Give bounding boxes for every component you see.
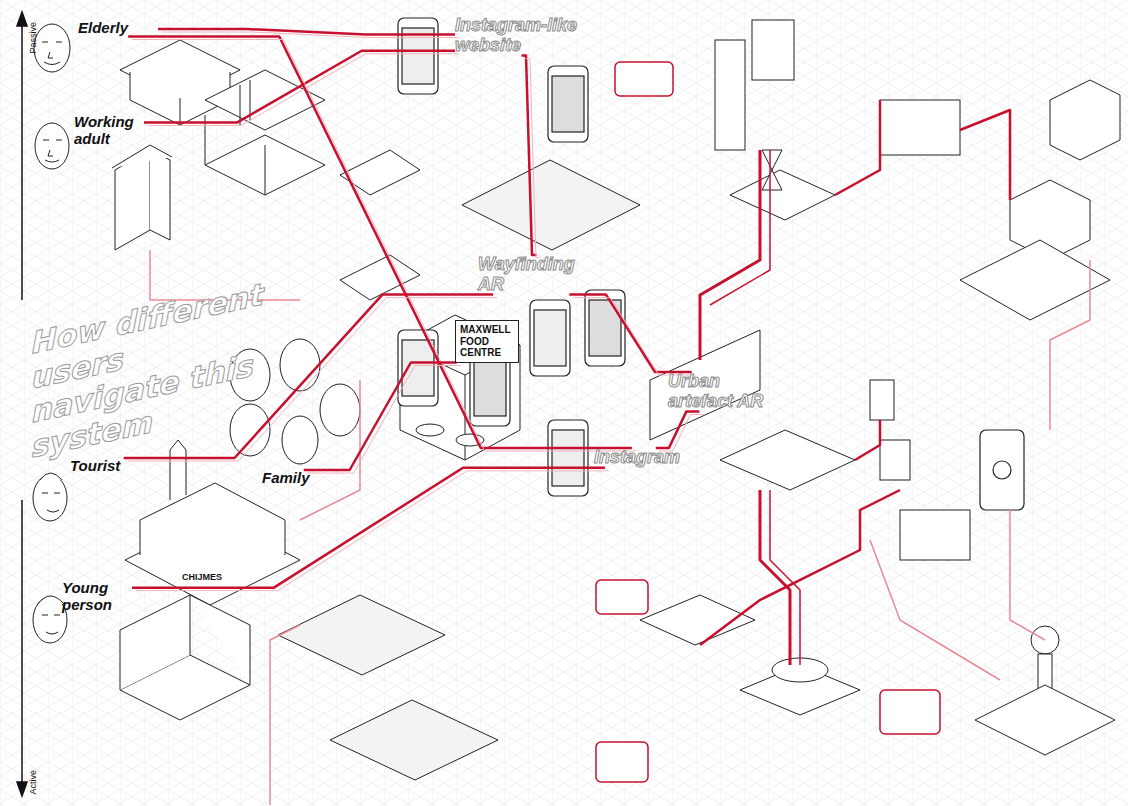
axis-label: Active [28, 770, 38, 795]
user-route [158, 29, 459, 38]
user-route [304, 363, 461, 474]
user-persona: Elderly [78, 20, 158, 37]
user-persona: Working adult [74, 114, 144, 147]
node-text: Instagram [594, 448, 694, 468]
node-text: MAXWELL FOOD CENTRE [460, 324, 514, 359]
system-title: Instagram [594, 448, 694, 468]
venue-sign: MAXWELL FOOD CENTRE [455, 320, 519, 363]
system-title: Wayfinding AR [478, 255, 598, 295]
user-persona: Tourist [70, 458, 140, 475]
user-route [569, 295, 695, 375]
node-text: Elderly [78, 20, 158, 37]
node-text: Instagram-like website [455, 16, 585, 56]
node-text: Tourist [70, 458, 140, 475]
map-platform [278, 150, 640, 780]
node-text: Working adult [74, 114, 144, 147]
axis-label: Passive [28, 22, 38, 54]
user-route [656, 412, 704, 451]
callout-box [596, 62, 940, 782]
face-sketch [33, 24, 360, 643]
route-line [150, 100, 1090, 805]
user-persona: Young person [62, 580, 132, 613]
node-text: Urban artefact AR [668, 372, 778, 412]
building-sign: CHIJMES [182, 572, 222, 582]
system-title: Urban artefact AR [668, 372, 778, 412]
user-persona: Family [262, 470, 322, 487]
node-text: Family [262, 470, 322, 487]
node-text: Young person [62, 580, 132, 613]
user-route [144, 51, 459, 126]
axis-arrow [17, 12, 27, 796]
node-text: Wayfinding AR [478, 255, 598, 295]
user-route [132, 468, 609, 591]
phone-screen [398, 18, 1024, 510]
artefact-sketch [640, 20, 1120, 755]
user-route [521, 56, 540, 258]
system-title: Instagram-like website [455, 16, 585, 56]
